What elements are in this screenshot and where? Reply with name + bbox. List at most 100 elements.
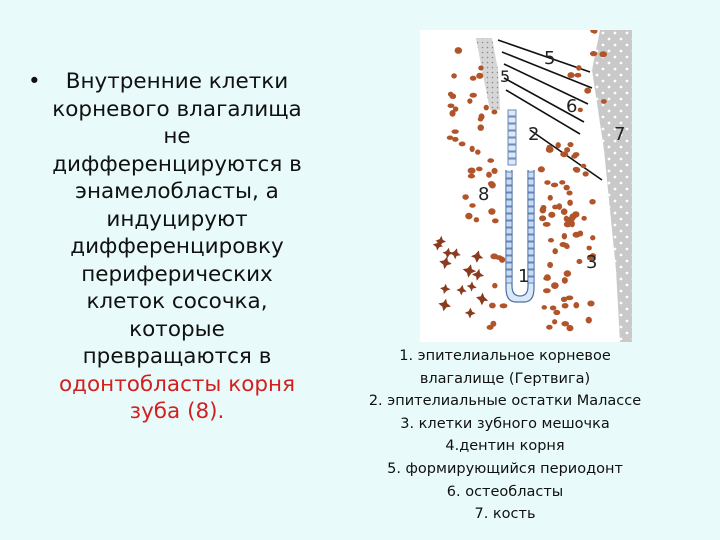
star-cell: [456, 284, 467, 296]
label-7: 7: [614, 124, 625, 145]
sheath-cell: [505, 248, 513, 256]
cell-dot: [488, 302, 496, 309]
root-sheath: [505, 170, 535, 303]
sheath-cell: [505, 255, 513, 263]
cell-dot: [467, 98, 473, 104]
highlight-line: одонтобласты корня: [58, 371, 296, 397]
star-cell: [470, 250, 484, 263]
cell-dot: [599, 51, 608, 58]
cell-dot: [475, 149, 481, 155]
cell-dot: [491, 218, 499, 224]
cell-dot: [572, 211, 580, 218]
star-cell: [462, 264, 477, 278]
cell-dot: [539, 206, 547, 214]
cell-dot: [478, 113, 485, 121]
malassez-cell: [507, 123, 517, 131]
cell-dot: [483, 104, 489, 111]
cell-dot: [576, 65, 582, 71]
cell-dot: [567, 199, 573, 206]
sheath-cell: [505, 185, 513, 193]
cell-dot: [561, 302, 569, 309]
sheath-cell: [505, 192, 513, 200]
cell-dot: [589, 51, 598, 57]
legend-item: 2. эпителиальные остатки Малассе: [368, 393, 642, 410]
bullet-line: индуцируют: [106, 206, 248, 232]
sheath-cell: [505, 269, 513, 277]
cell-dot: [452, 136, 459, 142]
sheath-cell: [527, 206, 535, 214]
sheath-cell: [505, 171, 513, 179]
bone-region: [592, 30, 632, 342]
label-5a: 5: [544, 48, 555, 69]
cell-dot: [567, 141, 574, 148]
sheath-cell: [527, 178, 535, 186]
sheath-cell: [505, 262, 513, 270]
cell-dot: [586, 245, 592, 251]
cell-dot: [550, 182, 559, 188]
cell-dot: [446, 135, 454, 140]
sheath-cell: [505, 234, 513, 242]
star-cell: [442, 247, 454, 259]
malassez-cell: [507, 109, 517, 117]
sheath-cell: [527, 269, 535, 277]
cell-dot: [584, 87, 592, 94]
bullet-line: превращаются в: [82, 344, 272, 369]
label-5b: 5: [500, 67, 510, 86]
bullet-line: которые: [129, 316, 225, 342]
cell-dot: [549, 305, 557, 311]
cell-dot: [574, 72, 582, 78]
cell-dot: [447, 103, 455, 109]
bullet-line: клеток сосочка,: [86, 289, 268, 314]
star-cell: [476, 292, 489, 306]
cell-dot: [473, 217, 480, 223]
malassez-cell: [507, 130, 517, 138]
label-2: 2: [528, 124, 539, 145]
star-cell: [464, 307, 476, 319]
cell-dot: [589, 198, 596, 205]
cell-dots: [446, 30, 608, 332]
star-cells: [432, 235, 489, 319]
cell-dot: [566, 324, 574, 332]
legend-item: 1. эпителиальное корневое: [399, 348, 611, 364]
cell-dot: [454, 47, 463, 54]
cell-dot: [561, 321, 570, 327]
cell-dot: [546, 324, 553, 330]
cell-dot: [573, 302, 580, 309]
cell-dot: [556, 203, 563, 210]
malassez-cell: [507, 151, 517, 159]
star-cell: [432, 240, 443, 251]
cell-dot: [577, 107, 583, 113]
star-cell: [449, 248, 461, 260]
sheath-cell: [527, 262, 535, 270]
cell-dot: [563, 221, 572, 228]
sheath-cell: [527, 234, 535, 242]
cell-dot: [551, 282, 559, 290]
cell-dot: [582, 171, 589, 177]
cell-dot: [488, 208, 496, 215]
cell-dot: [547, 261, 554, 269]
cell-dot: [477, 124, 485, 131]
cell-dot: [544, 180, 551, 185]
malassez-rests: [507, 109, 517, 166]
sheath-cell: [505, 206, 513, 214]
bullet-dot: •: [28, 69, 41, 94]
sheath-cell: [505, 178, 513, 186]
cell-dot: [490, 320, 497, 327]
cell-dot: [491, 109, 498, 115]
cell-dot: [555, 142, 561, 149]
sheath-cell: [527, 185, 535, 193]
cell-dot: [487, 158, 495, 163]
cell-dot: [567, 72, 575, 79]
star-cell: [440, 283, 451, 294]
sheath-cell: [527, 199, 535, 207]
cell-dot: [489, 181, 496, 189]
cell-dot: [552, 204, 559, 210]
cell-dot: [591, 30, 598, 34]
sheath-cell: [505, 241, 513, 249]
star-cell: [439, 256, 452, 270]
cell-dot: [465, 212, 473, 220]
cell-dot: [560, 208, 568, 215]
star-cell: [472, 268, 485, 281]
cell-dot: [492, 282, 498, 289]
malassez-cell: [507, 116, 517, 124]
